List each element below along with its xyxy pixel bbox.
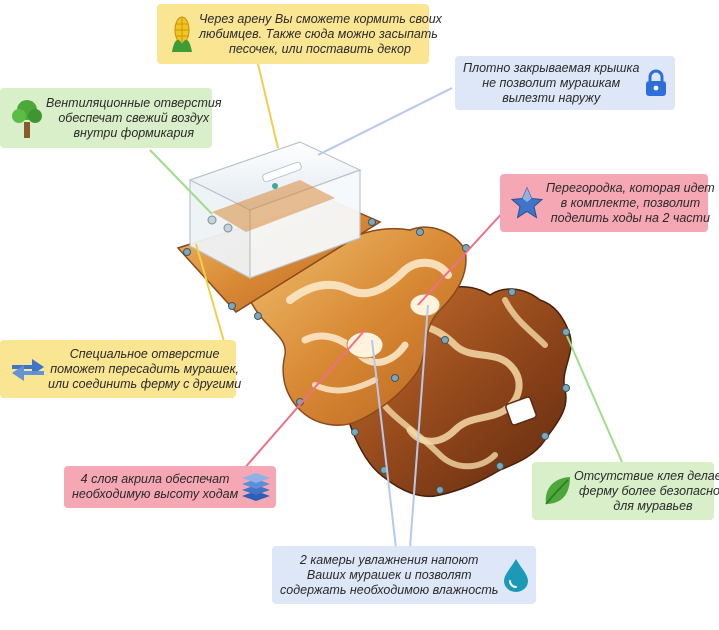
corn-icon [165, 14, 199, 54]
acrylic-layers-line-1: 4 слоя акрила обеспечат [80, 472, 230, 486]
ventilation-line-3: внутри формикария [73, 125, 195, 140]
lid-line-3: вылезти наружу [502, 90, 601, 105]
partition-line-2: в комплекте, позволит [560, 195, 701, 210]
callout-special-hole: Специальное отверстие поможет пересадить… [0, 340, 241, 398]
feeding-arena-line-3: песочек, или поставить декор [229, 41, 411, 56]
no-glue-line-2: ферму более безопасной [578, 483, 719, 498]
humidity-line-3: содержать необходимою влажность [280, 582, 499, 597]
lid-line-2: не позволит мурашкам [482, 75, 621, 90]
callout-pointers [149, 63, 623, 549]
layers-icon [238, 471, 274, 503]
ventilation-line-2: обеспечат свежий воздух [58, 110, 210, 125]
screws [254, 228, 570, 494]
acrylic-layers-line-2: необходимую высоту ходам [72, 487, 239, 501]
partition-line-1: Перегородка, которая идет [546, 180, 715, 195]
leaf-icon [540, 474, 574, 508]
callout-humidity: 2 камеры увлажнения напоют Ваших мурашек… [272, 546, 536, 604]
humidity-line-1: 2 камеры увлажнения напоют [299, 552, 479, 567]
callout-lid: Плотно закрываемая крышка не позволит му… [455, 56, 675, 110]
water-drop-icon [498, 557, 534, 593]
callout-no-glue: Отсутствие клея делает ферму более безоп… [532, 462, 719, 520]
feeding-arena-line-2: любимцев. Также сюда можно засыпать [199, 26, 438, 41]
star-icon [508, 186, 546, 220]
lid-line-1: Плотно закрываемая крышка [463, 60, 640, 75]
callout-partition: Перегородка, которая идет в комплекте, п… [500, 174, 715, 232]
arena [176, 141, 382, 313]
callout-ventilation: Вентиляционные отверстия обеспечат свежи… [0, 88, 222, 148]
no-glue-line-3: для муравьев [613, 498, 693, 513]
arrows-icon [8, 353, 48, 385]
callout-feeding-arena: Через арену Вы сможете кормить своих люб… [157, 4, 442, 64]
special-hole-line-3: или соединить ферму с другими [48, 376, 242, 391]
special-hole-line-2: поможет пересадить мурашек, [50, 361, 239, 376]
callout-acrylic-layers: 4 слоя акрила обеспечат необходимую высо… [64, 466, 276, 508]
partition-line-3: поделить ходы на 2 части [550, 210, 710, 225]
connection-hole [505, 396, 537, 426]
special-hole-line-1: Специальное отверстие [69, 346, 220, 361]
feeding-arena-line-1: Через арену Вы сможете кормить своих [199, 11, 442, 26]
nest-top-layer [249, 226, 467, 426]
humidity-line-2: Ваших мурашек и позволят [306, 567, 472, 582]
ventilation-line-1: Вентиляционные отверстия [46, 95, 222, 110]
tree-icon [8, 96, 46, 140]
lock-icon [639, 68, 673, 98]
no-glue-line-1: Отсутствие клея делает [574, 468, 719, 483]
